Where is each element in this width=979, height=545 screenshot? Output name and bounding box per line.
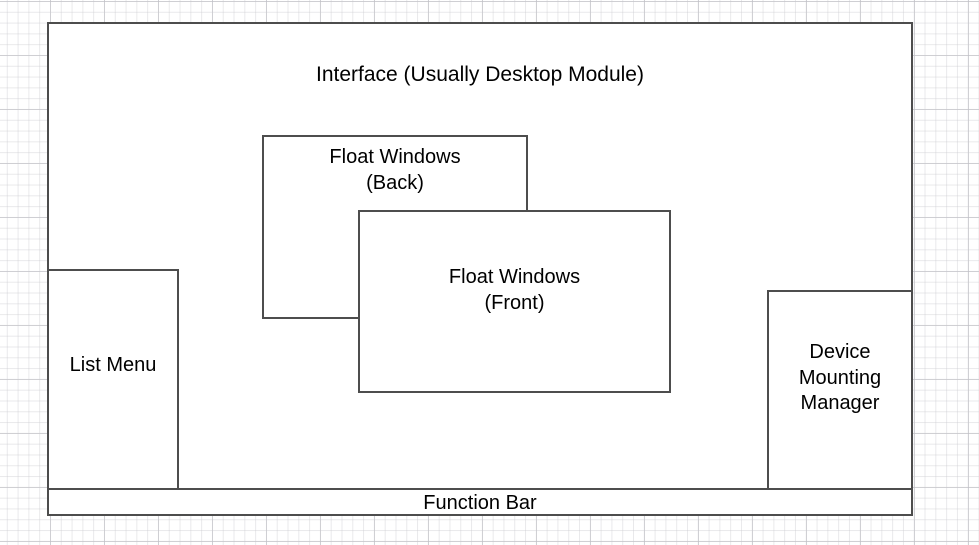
float-window-back-label: Float Windows (Back): [329, 146, 461, 194]
function-bar-box[interactable]: Function Bar: [47, 488, 913, 516]
list-menu-box[interactable]: List Menu: [47, 269, 179, 490]
device-mounting-manager-label: Device Mounting Manager: [798, 341, 882, 415]
float-window-front-label: Float Windows (Front): [448, 266, 581, 314]
list-menu-label: List Menu: [69, 354, 157, 376]
float-window-front-box[interactable]: Float Windows (Front): [358, 210, 671, 393]
interface-container-label: Interface (Usually Desktop Module): [316, 63, 644, 86]
device-mounting-manager-box[interactable]: Device Mounting Manager: [767, 290, 913, 490]
function-bar-label: Function Bar: [423, 492, 537, 514]
